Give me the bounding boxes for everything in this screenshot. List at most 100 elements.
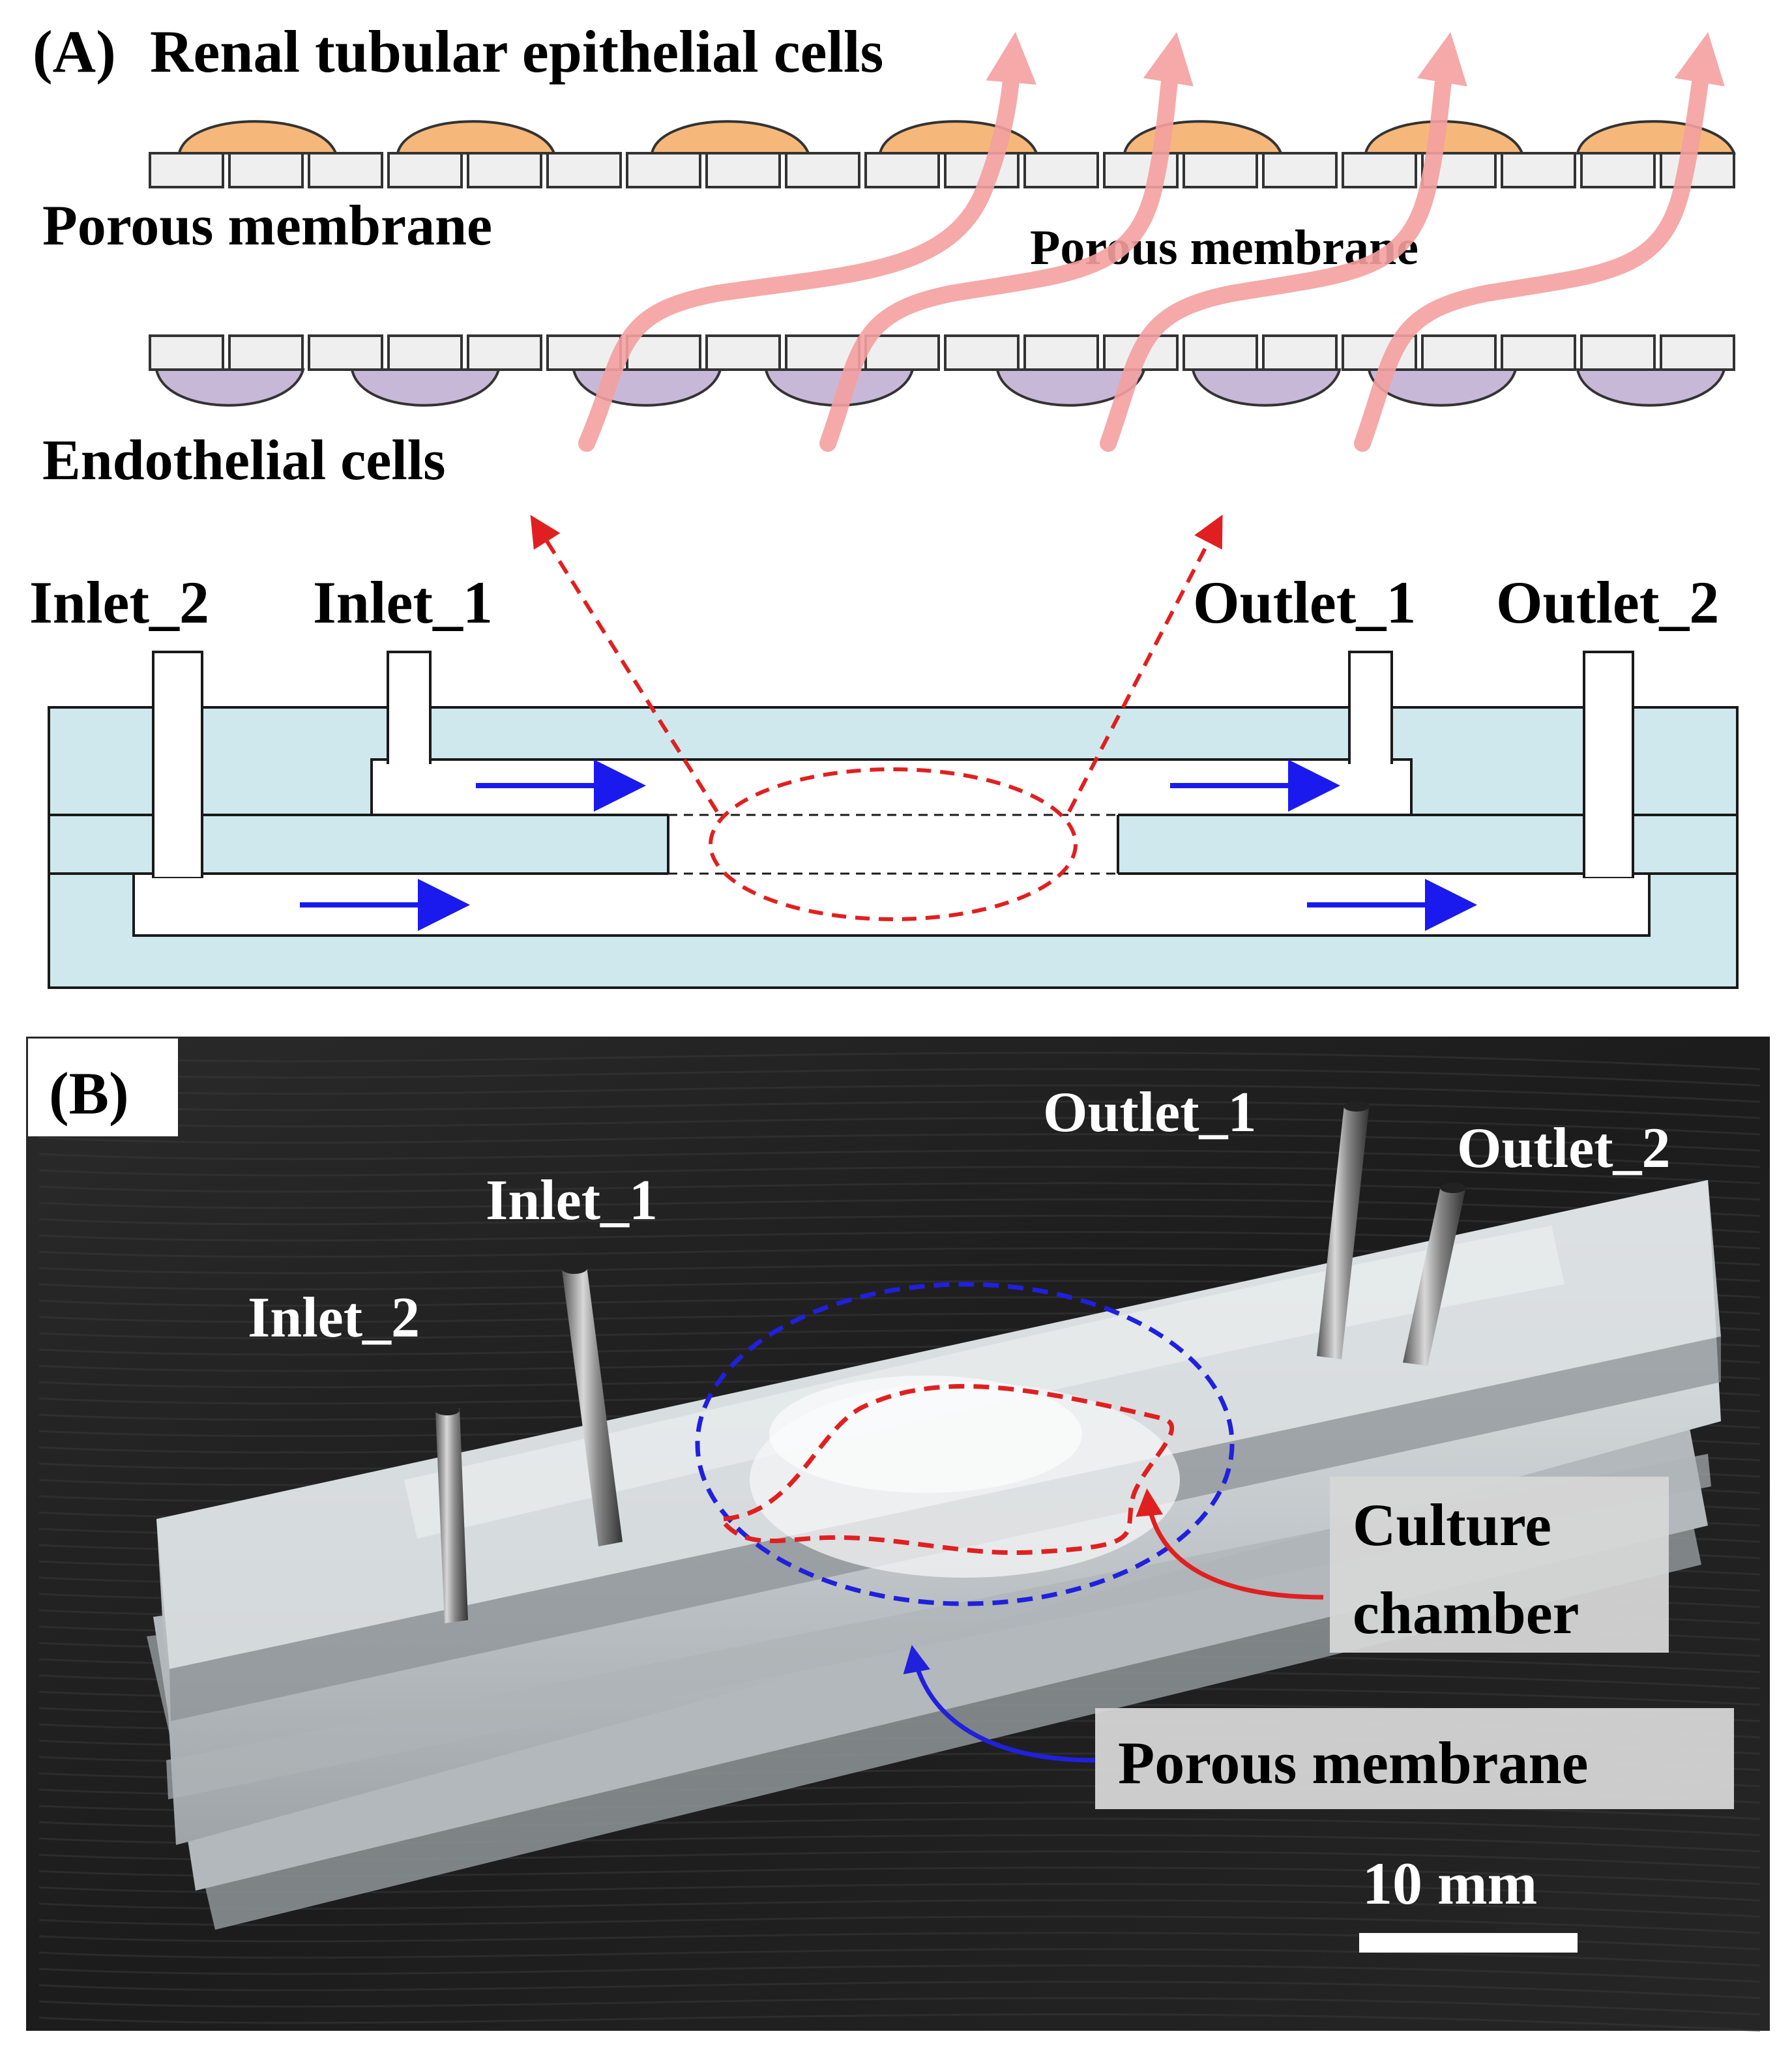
chamber-ellipse <box>709 767 1078 921</box>
texture-line <box>38 1166 1761 1185</box>
metal-tubes <box>435 1101 1466 1623</box>
membrane-block <box>864 152 940 188</box>
bottom-membrane <box>149 334 1735 371</box>
membrane-block <box>1660 152 1735 188</box>
texture-line <box>38 1231 1761 1250</box>
chamber-outlines <box>695 1282 1235 1606</box>
top-membrane <box>149 152 1735 188</box>
membrane-block <box>228 334 304 371</box>
texture-line <box>38 1149 1761 1168</box>
porous-membrane-label-left: Porous membrane <box>42 194 492 258</box>
texture-line <box>38 1052 1761 1070</box>
glass-chip <box>147 1180 1721 1930</box>
membrane-block <box>387 334 463 371</box>
membrane-block <box>944 334 1020 371</box>
zoom-line-left <box>530 514 719 813</box>
membrane-block <box>1580 334 1656 371</box>
panel-a-label: (A) <box>33 18 116 85</box>
inlet-1-label: Inlet_1 <box>313 569 493 636</box>
membrane-block <box>864 334 940 371</box>
membrane-block <box>308 334 383 371</box>
texture-line <box>38 1981 1761 1999</box>
panel-a: (A) Renal tubular epithelial cells Porou… <box>29 18 1739 989</box>
texture-line <box>38 1100 1761 1119</box>
membrane-block <box>308 152 383 188</box>
membrane-block <box>1501 152 1576 188</box>
texture-line <box>38 1133 1761 1152</box>
porous-membrane-outline <box>695 1282 1235 1606</box>
membrane-block <box>387 152 463 188</box>
porous-membrane-arrow <box>903 1645 1096 1763</box>
epithelial-cell <box>878 120 1038 155</box>
scale-bar-label: 10 mm <box>1362 1850 1537 1917</box>
endothelial-cells-row <box>154 368 1726 407</box>
membrane-block <box>546 152 622 188</box>
membrane-block <box>785 152 860 188</box>
outlet-2-tube <box>1403 1183 1466 1366</box>
membrane-block <box>1182 334 1258 371</box>
culture-chamber-outline <box>722 1383 1174 1556</box>
chamber-opening <box>668 814 1118 875</box>
texture-line <box>38 1997 1761 2016</box>
texture-line <box>38 1948 1761 1967</box>
texture-line <box>38 1182 1761 1201</box>
texture-line <box>38 2013 1761 2032</box>
inlet-2-label: Inlet_2 <box>29 569 209 636</box>
panel-b-label: (B) <box>49 1060 129 1127</box>
annotation-arrows <box>903 1488 1324 1763</box>
outlet-1-label: Outlet_1 <box>1193 569 1416 636</box>
scale-bar <box>1359 1933 1578 1953</box>
epithelial-cell <box>650 120 810 155</box>
zoom-line-right <box>1067 514 1223 813</box>
texture-line <box>38 1964 1761 1983</box>
texture-line <box>38 1198 1761 1217</box>
culture-chamber-label-line2: chamber <box>1353 1580 1579 1646</box>
epithelial-cells-row <box>177 120 1736 155</box>
membrane-block <box>1501 334 1576 371</box>
culture-chamber-arrow <box>1136 1488 1324 1600</box>
texture-line <box>38 1068 1761 1087</box>
inlet-1-tube <box>561 1262 623 1546</box>
membrane-block <box>1023 334 1099 371</box>
texture-line <box>38 1117 1761 1136</box>
membrane-block <box>467 152 542 188</box>
device-cross-section <box>48 651 1739 989</box>
flow-arrows <box>300 760 1477 931</box>
epithelial-cell <box>1123 120 1283 155</box>
membrane-block <box>626 152 701 188</box>
endothelial-cell <box>350 368 501 407</box>
endothelial-cell <box>1191 368 1342 407</box>
outlet-2-label: Outlet_2 <box>1496 569 1719 636</box>
epithelial-cell <box>1576 120 1736 155</box>
endothelial-cell <box>995 368 1146 407</box>
endothelial-cells-label: Endothelial cells <box>42 429 446 492</box>
panel-b-photo: (B) Inlet_1 Inlet_2 Outlet_1 Outlet_2 Cu… <box>26 1037 1770 2032</box>
texture-line <box>38 1215 1761 1233</box>
membrane-block <box>705 334 781 371</box>
culture-chamber-label-line1: Culture <box>1353 1492 1551 1558</box>
membrane-block <box>1660 334 1735 371</box>
membrane-block <box>1262 152 1338 188</box>
epithelial-cells-title: Renal tubular epithelial cells <box>150 18 883 85</box>
photo-outlet-2-label: Outlet_2 <box>1457 1117 1671 1180</box>
photo-outlet-1-label: Outlet_1 <box>1043 1081 1257 1144</box>
membrane-block <box>1342 152 1417 188</box>
membrane-block <box>1262 334 1338 371</box>
culture-chamber-box <box>1330 1477 1669 1653</box>
transport-arrow <box>819 32 1194 452</box>
bottom-channel <box>132 872 1651 937</box>
membrane-block <box>1182 152 1258 188</box>
texture-line <box>38 1084 1761 1103</box>
transport-arrow <box>1100 32 1467 452</box>
porous-membrane-photo-label: Porous membrane <box>1118 1730 1588 1796</box>
membrane-block <box>228 152 304 188</box>
transport-arrows <box>578 31 1725 452</box>
transport-arrow <box>578 31 1036 452</box>
outlet-1-tube <box>1317 1101 1370 1359</box>
epithelial-cell <box>177 120 338 155</box>
membrane-block <box>149 334 224 371</box>
membrane-block <box>467 334 542 371</box>
photo-inlet-1-label: Inlet_1 <box>486 1169 658 1232</box>
endothelial-cell <box>1576 368 1726 407</box>
